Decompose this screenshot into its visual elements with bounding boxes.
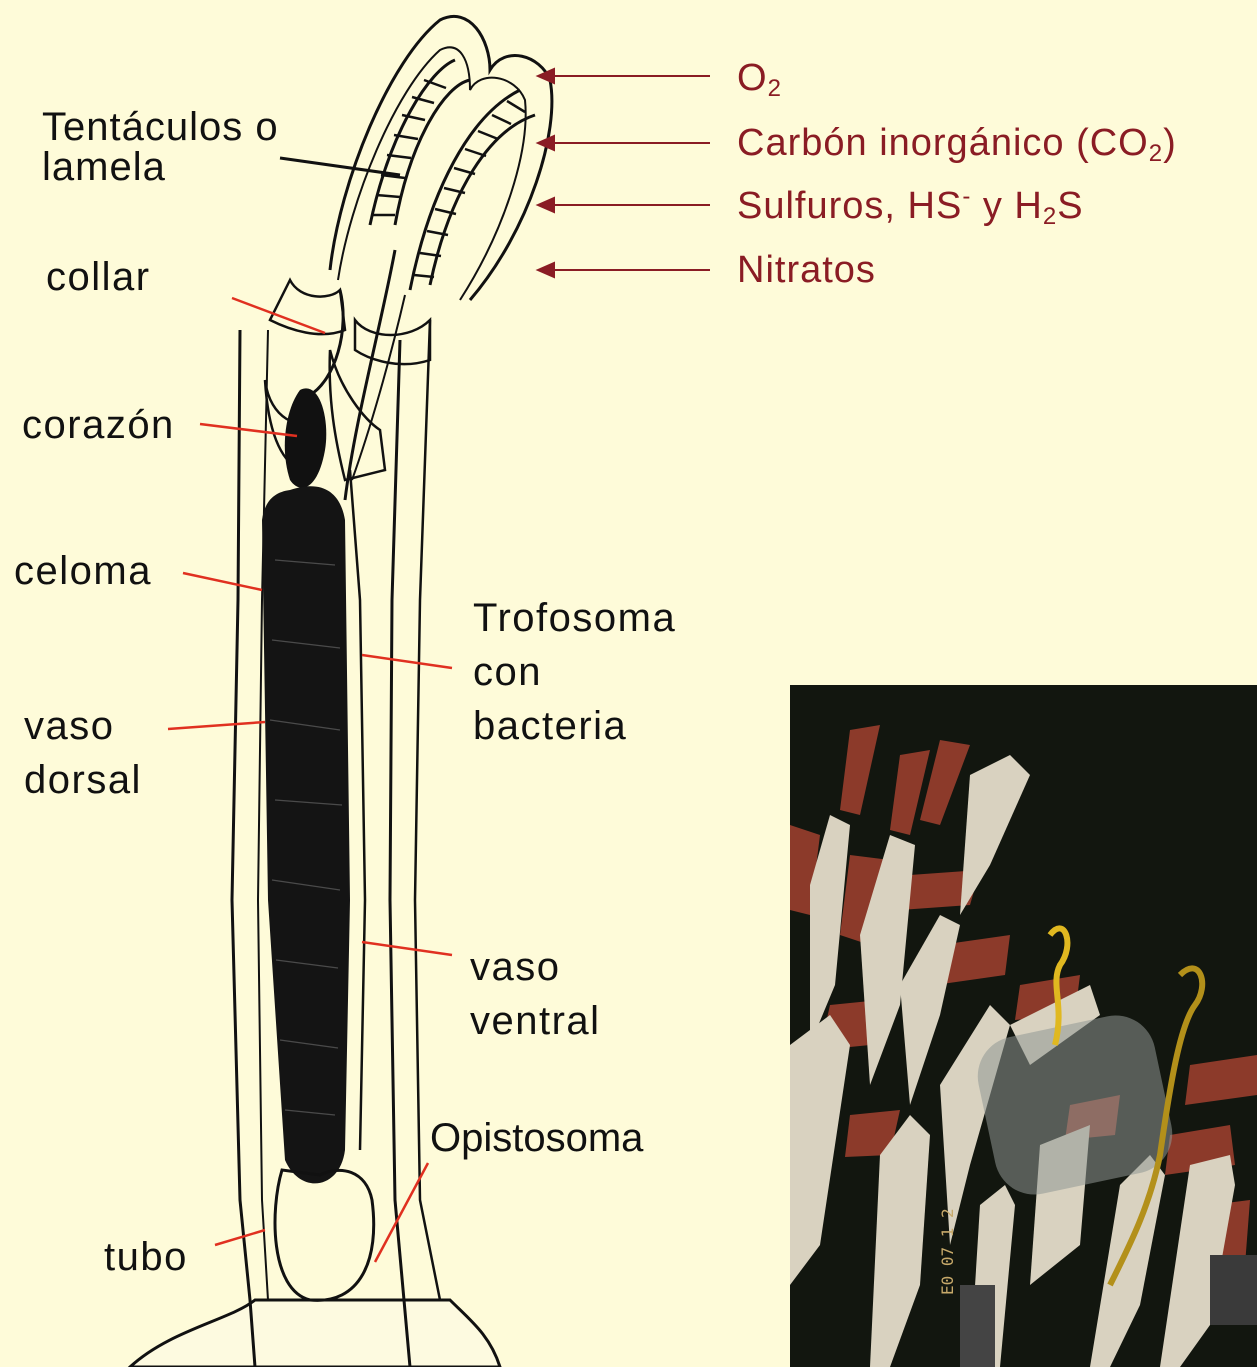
pointer-tentaculos (280, 158, 400, 175)
label-vaso-ventral-line2: ventral (470, 998, 601, 1044)
label-vaso-dorsal-line1: vaso (24, 703, 142, 749)
pointer-celoma (183, 573, 262, 590)
label-vaso-ventral-line1: vaso (470, 944, 601, 990)
label-vaso-dorsal-line2: dorsal (24, 757, 142, 803)
pointer-vaso-dorsal (168, 722, 265, 729)
label-sulfuros: Sulfuros, HS- y H2S (737, 184, 1084, 228)
label-trofosoma-line3: bacteria (473, 703, 676, 749)
label-tentaculos-line2: lamela (42, 144, 279, 190)
opistosoma-shape (275, 1170, 374, 1300)
label-vaso-ventral: vaso ventral (470, 944, 601, 1044)
photo-equipment (960, 1285, 995, 1367)
photo-illustration (790, 685, 1257, 1367)
label-carbon-inorganico: Carbón inorgánico (CO2) (737, 121, 1177, 165)
label-trofosoma: Trofosoma con bacteria (473, 595, 676, 749)
pointer-trofosoma (362, 655, 452, 668)
label-trofosoma-line1: Trofosoma (473, 595, 676, 641)
pointer-vaso-ventral (362, 942, 452, 955)
label-tubo: tubo (104, 1234, 188, 1280)
pointer-opistosoma (375, 1163, 428, 1262)
photo-timestamp: E0 07 1 2 (938, 1208, 957, 1295)
label-nitratos: Nitratos (737, 248, 876, 292)
label-tentaculos: Tentáculos o lamela (42, 104, 279, 190)
label-corazon: corazón (22, 402, 175, 448)
label-vaso-dorsal: vaso dorsal (24, 703, 142, 803)
pointer-corazon (200, 424, 297, 436)
tube-wall (232, 330, 255, 1367)
trofosoma-body (262, 486, 350, 1183)
label-trofosoma-line2: con (473, 649, 676, 695)
seafloor-mound (130, 1300, 500, 1367)
label-collar: collar (46, 254, 151, 300)
input-arrows (530, 50, 710, 350)
pointer-tubo (215, 1230, 265, 1245)
label-o2: O2 (737, 56, 782, 100)
plume-outer (330, 16, 552, 300)
label-celoma: celoma (14, 548, 152, 594)
label-opistosoma: Opistosoma (430, 1115, 643, 1161)
tube-worm-photo: E0 07 1 2 (790, 685, 1257, 1367)
heart-shape (285, 388, 326, 487)
